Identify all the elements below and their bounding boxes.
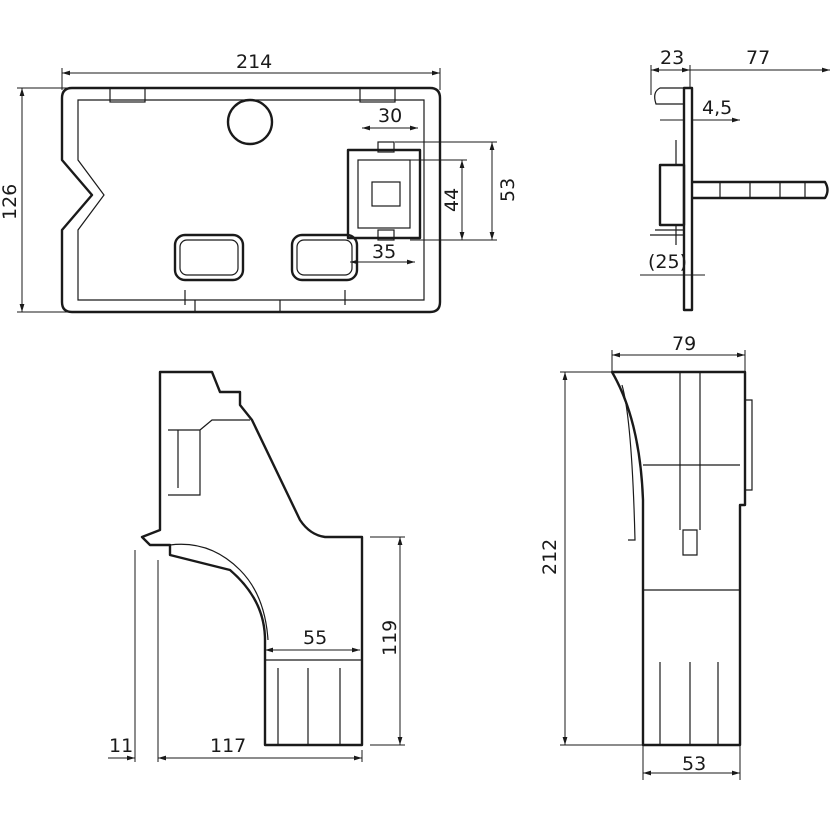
bottom-left-dimensions [108,536,405,762]
front-view-dimensions [17,68,497,313]
dim-212: 212 [539,539,561,575]
dim-53-bottom: 53 [682,753,706,775]
dim-77: 77 [746,47,770,69]
dim-23: 23 [660,47,684,69]
dim-119: 119 [379,620,401,656]
side-view-dimensions [640,65,830,276]
dim-214: 214 [236,51,272,73]
dim-55: 55 [303,627,327,649]
dim-126: 126 [0,184,21,220]
bottom-right-view [610,370,753,747]
front-view [60,86,442,314]
dim-11: 11 [109,735,133,757]
dim-4-5: 4,5 [702,97,732,119]
bottom-right-dimensions [560,350,746,780]
dim-30: 30 [378,105,402,127]
side-view [650,86,829,312]
dim-117: 117 [210,735,246,757]
dim-53-front: 53 [497,178,519,202]
dim-35: 35 [372,241,396,263]
bottom-left-view [140,370,364,747]
dim-79: 79 [672,333,696,355]
dim-44: 44 [441,188,463,212]
dim-25: (25) [648,251,687,273]
